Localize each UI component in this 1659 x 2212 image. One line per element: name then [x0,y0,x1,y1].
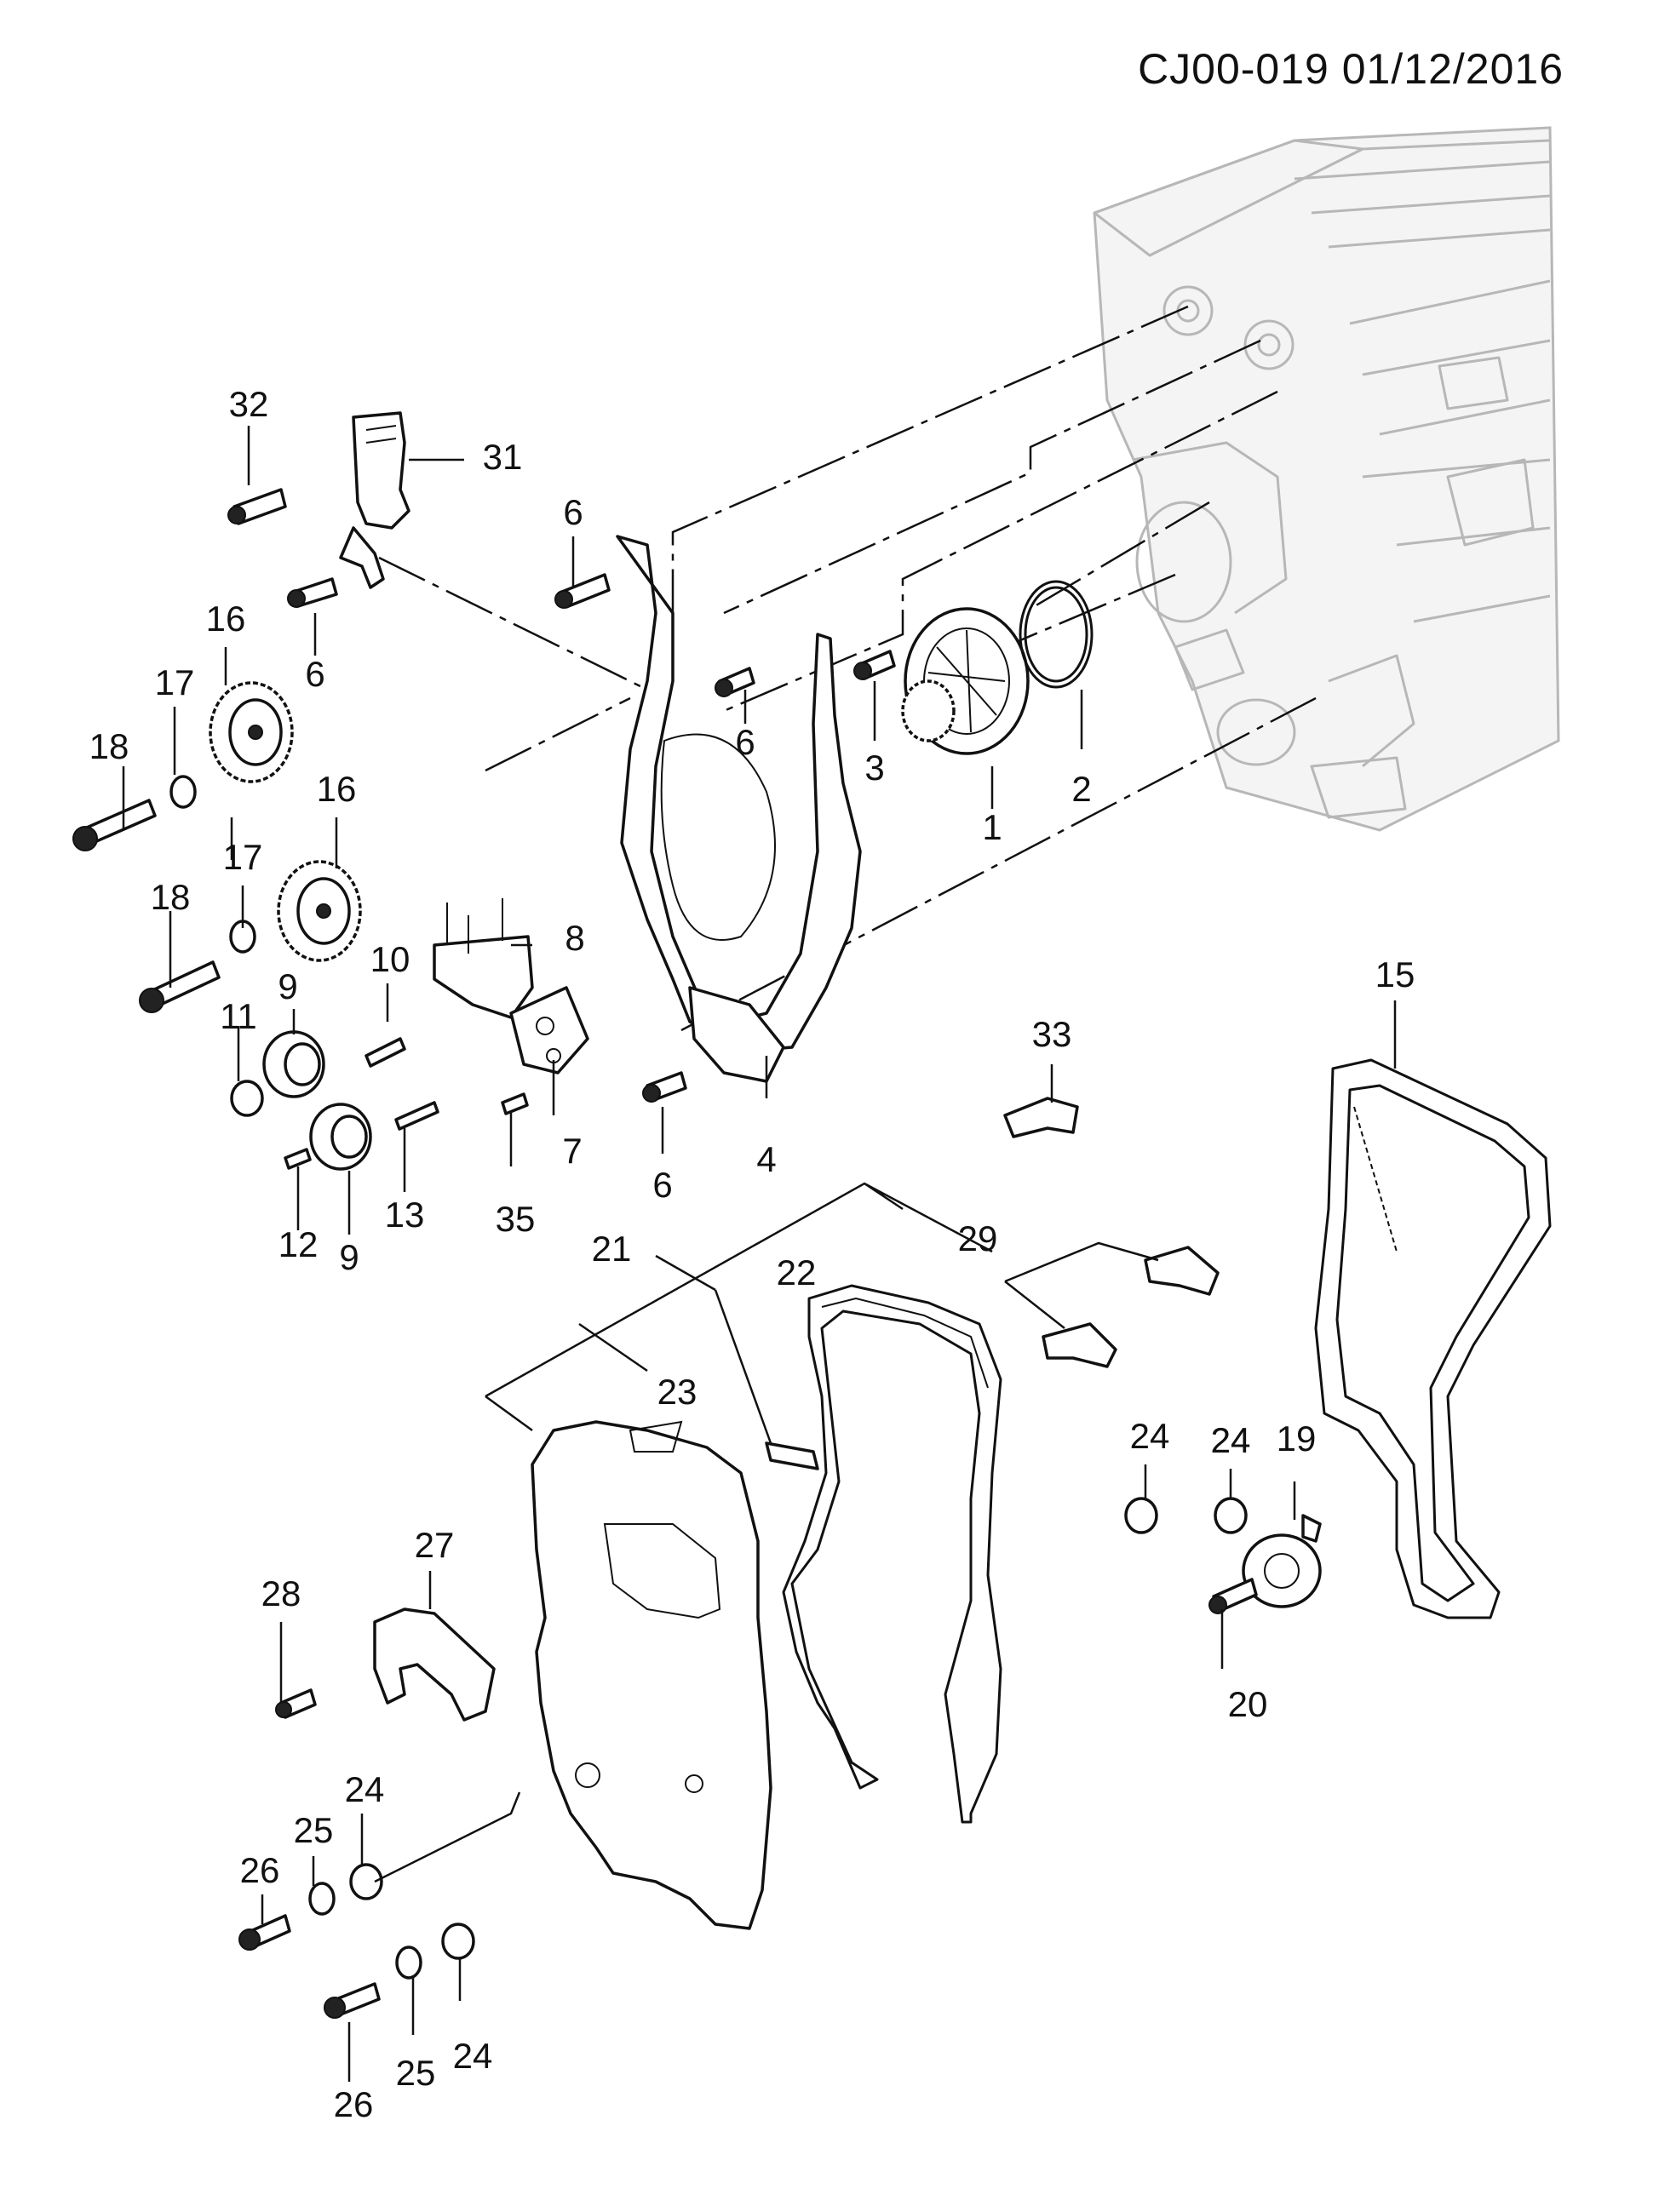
callout-15: 15 [1375,954,1415,994]
tensioner-bracket-part [433,898,534,1019]
camshaft-sprocket-part [277,860,362,962]
washer-part [169,775,256,954]
lower-cover-bracket-part [373,1607,496,1722]
callout-labels: 1 2 3 4 6 6 6 6 7 8 9 9 10 11 12 13 15 1… [89,384,1415,2124]
callout-32: 32 [229,384,269,424]
callout-3: 3 [864,748,884,788]
idler-pulley-part [262,1030,372,1171]
callout-20: 20 [1228,1684,1268,1724]
callout-25: 25 [396,2053,436,2093]
bolt-part [72,799,221,1013]
callout-9: 9 [339,1237,359,1277]
callout-16: 16 [317,769,357,809]
rear-timing-cover-part [616,535,862,1083]
callout-24: 24 [453,2036,493,2076]
camshaft-sensor-part [339,411,410,589]
callout-24: 24 [1211,1420,1251,1460]
callout-23: 23 [657,1372,697,1412]
callout-18: 18 [151,877,191,917]
callout-17: 17 [223,837,263,877]
callout-18: 18 [89,726,129,766]
callout-12: 12 [278,1224,319,1264]
bolt-part [227,488,287,525]
callout-9: 9 [278,966,297,1006]
diagram-code-and-date: CJ00-019 01/12/2016 [1138,45,1564,93]
leader-lines [122,426,1397,2082]
tensioner-part [509,986,589,1074]
callout-1: 1 [982,807,1002,847]
callout-29: 29 [958,1218,998,1258]
callout-33: 33 [1032,1014,1072,1054]
callout-25: 25 [294,1810,334,1850]
bolt-part [287,577,338,608]
callout-6: 6 [305,654,324,694]
callout-35: 35 [496,1199,536,1239]
callout-28: 28 [261,1573,301,1613]
callout-13: 13 [385,1195,425,1235]
clip-part [1042,1246,1220,1368]
bolt-part [853,650,896,680]
bolt-part [238,1914,381,2019]
callout-11: 11 [220,996,257,1036]
callout-31: 31 [483,437,523,477]
callout-17: 17 [155,662,195,702]
callout-19: 19 [1277,1418,1317,1458]
callout-16: 16 [206,599,246,639]
bolt-part [275,1688,317,1719]
nut-part [230,1080,264,1117]
callout-2: 2 [1071,769,1091,809]
callout-7: 7 [562,1131,582,1171]
spacer-part [349,1863,475,1960]
callout-27: 27 [415,1525,455,1565]
callout-8: 8 [565,918,584,958]
bolt-part [554,573,755,1103]
callout-26: 26 [334,2084,374,2124]
front-timing-cover-part [531,1420,772,1930]
cover-gasket-part [782,1284,1002,1824]
clip-part [1003,1097,1079,1138]
rubber-plug-part [765,1441,819,1470]
callout-26: 26 [240,1850,280,1890]
callout-6: 6 [735,722,755,762]
callout-21: 21 [592,1229,632,1269]
water-pump-gasket-part [1019,580,1094,689]
water-pump-part [901,607,1030,755]
engine-block-illustration [1093,126,1560,832]
spacer-part [1124,1497,1248,1534]
callout-4: 4 [756,1139,776,1179]
group-bracket-lines [485,1182,1159,1444]
bolt-part [1208,1578,1258,1614]
callout-24: 24 [1130,1416,1170,1456]
timing-belt-part [1314,1058,1552,1619]
tensioner-pulley-part [1242,1514,1322,1608]
callout-24: 24 [345,1769,385,1809]
callout-10: 10 [370,939,410,979]
stud-part [284,1037,529,1170]
callout-6: 6 [652,1165,672,1205]
callout-6: 6 [563,492,583,532]
callout-22: 22 [777,1252,817,1292]
callout-24: 24 [1211,1420,1251,1460]
camshaft-sprocket-part [209,681,294,783]
washer-part [308,1882,422,1980]
